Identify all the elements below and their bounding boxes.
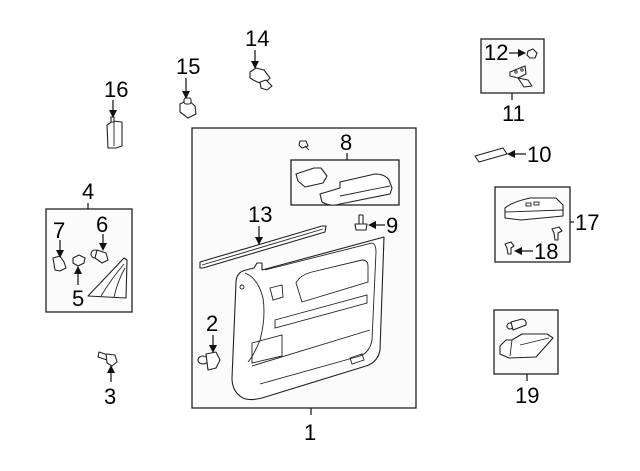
armrest-part[interactable] (295, 167, 393, 206)
clip-14-part[interactable] (249, 67, 273, 91)
lamp-housing-part[interactable] (499, 333, 554, 359)
group-switch-bezel: 17 18 (494, 186, 599, 264)
callout-18[interactable]: 18 (534, 239, 558, 264)
callout-5[interactable]: 5 (72, 286, 84, 311)
clip-18b-part[interactable] (504, 241, 515, 255)
callout-10[interactable]: 10 (527, 142, 551, 167)
callout-16[interactable]: 16 (104, 77, 128, 102)
door-trim-panel-part[interactable] (231, 236, 385, 401)
clip-18a-part[interactable] (551, 226, 563, 241)
group-mirror-cover: 4 7 5 6 (45, 179, 133, 313)
group-courtesy-lamp: 19 (493, 309, 559, 408)
callout-9[interactable]: 9 (386, 213, 398, 238)
callout-7[interactable]: 7 (53, 218, 65, 243)
box-11-frame (480, 38, 545, 94)
insulator-10-part[interactable] (474, 147, 508, 163)
callout-1[interactable]: 1 (304, 420, 316, 445)
group-bracket: 11 12 (480, 38, 545, 126)
callout-2[interactable]: 2 (206, 311, 218, 336)
nut-12-part[interactable] (526, 48, 538, 59)
callout-3[interactable]: 3 (104, 384, 116, 409)
callout-13[interactable]: 13 (248, 202, 272, 227)
mirror-cover-part[interactable] (87, 257, 128, 299)
bracket-11-part[interactable] (509, 65, 533, 88)
group-door-trim-panel: 1 13 2 (191, 127, 417, 445)
belt-weatherstrip-part[interactable] (199, 225, 327, 269)
callout-14[interactable]: 14 (245, 26, 269, 51)
clip-15-part[interactable] (179, 97, 197, 119)
retainer-16-part[interactable] (106, 116, 123, 149)
callout-19[interactable]: 19 (515, 383, 539, 408)
screw-9-part[interactable] (354, 214, 368, 231)
bulb-part[interactable] (506, 318, 527, 331)
callout-17[interactable]: 17 (575, 210, 599, 235)
callout-15[interactable]: 15 (176, 54, 200, 79)
callout-12[interactable]: 12 (484, 40, 508, 65)
callout-11[interactable]: 11 (502, 101, 525, 126)
clip-6-part[interactable] (90, 249, 109, 264)
callout-6[interactable]: 6 (96, 212, 108, 237)
switch-bezel-part[interactable] (504, 197, 564, 221)
bolt-3-part[interactable] (97, 351, 118, 367)
clip-5-part[interactable] (72, 254, 86, 267)
callout-4[interactable]: 4 (82, 179, 94, 204)
callout-8[interactable]: 8 (340, 130, 352, 155)
screw-part[interactable] (298, 140, 310, 151)
